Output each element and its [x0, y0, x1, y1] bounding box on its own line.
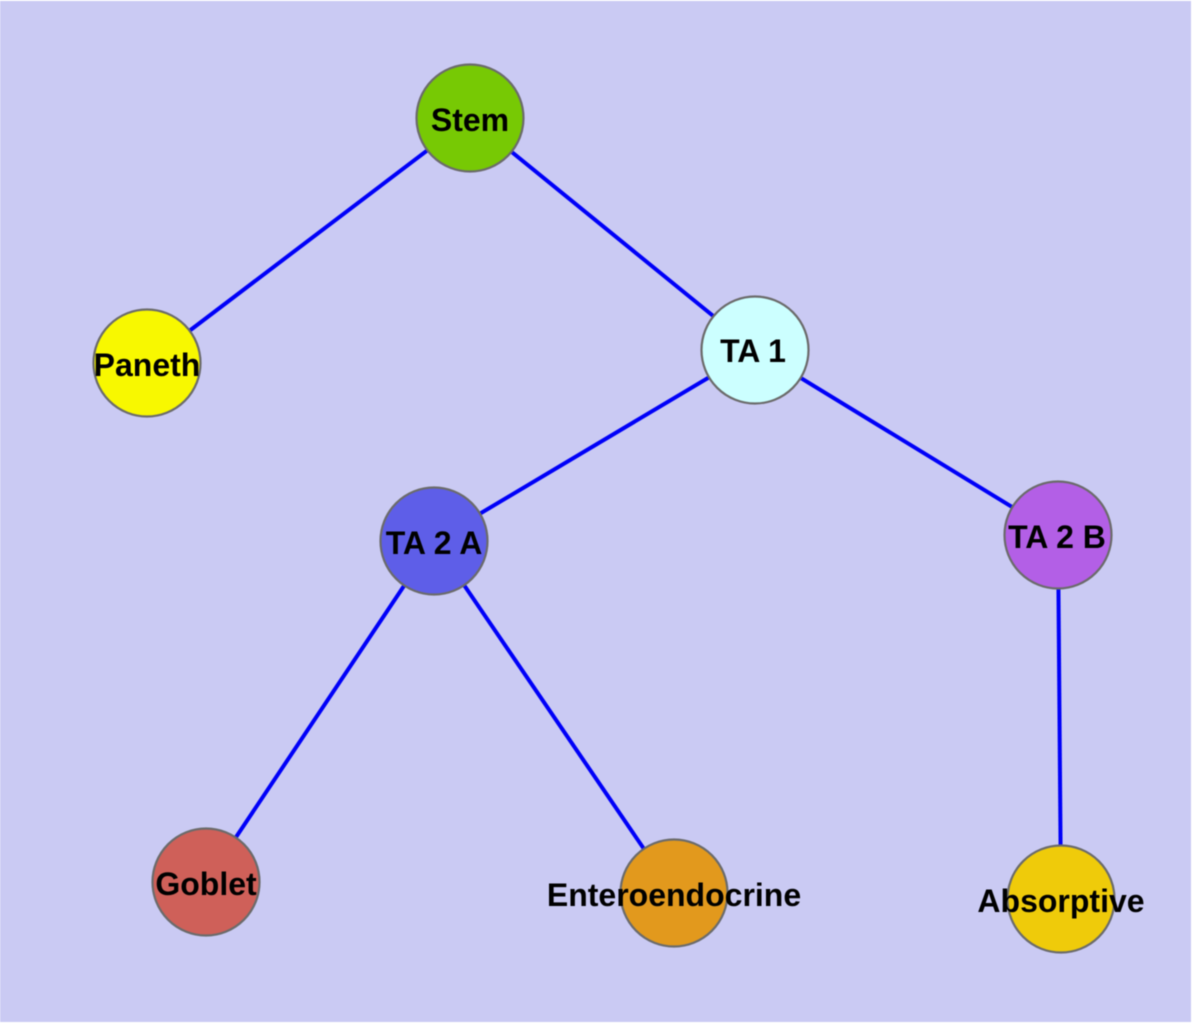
svg-text:Stem: Stem — [431, 102, 509, 138]
svg-text:TA 2 B: TA 2 B — [1008, 519, 1106, 555]
svg-text:Goblet: Goblet — [155, 866, 257, 902]
svg-text:Paneth: Paneth — [94, 347, 201, 383]
svg-text:TA 2 A: TA 2 A — [386, 525, 483, 561]
svg-text:Absorptive: Absorptive — [977, 883, 1144, 919]
svg-text:Enteroendocrine: Enteroendocrine — [547, 877, 801, 913]
svg-text:TA 1: TA 1 — [720, 333, 786, 369]
